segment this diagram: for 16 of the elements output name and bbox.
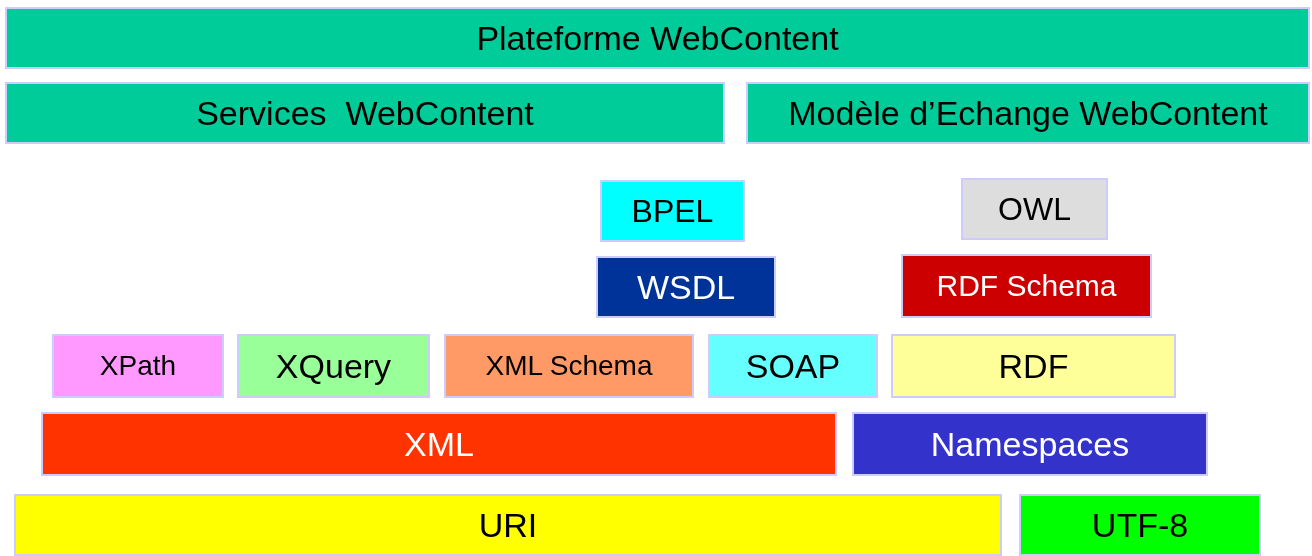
layer-box: WSDL: [596, 256, 776, 318]
layer-box: Services WebContent: [5, 82, 725, 144]
layer-box: Plateforme WebContent: [5, 7, 1310, 69]
layer-box: RDF Schema: [901, 254, 1152, 318]
layer-box: XPath: [52, 334, 224, 398]
layer-box: XQuery: [237, 334, 430, 398]
layer-box: Namespaces: [852, 412, 1208, 476]
layer-box: RDF: [891, 334, 1176, 398]
layer-box: BPEL: [600, 180, 745, 242]
layer-box: XML: [41, 412, 837, 476]
layer-box: OWL: [961, 178, 1108, 240]
layer-box: UTF-8: [1019, 494, 1261, 556]
layer-box: URI: [14, 494, 1002, 556]
layer-box: Modèle d’Echange WebContent: [746, 82, 1310, 144]
layer-box: SOAP: [708, 334, 878, 398]
layer-box: XML Schema: [444, 334, 694, 398]
